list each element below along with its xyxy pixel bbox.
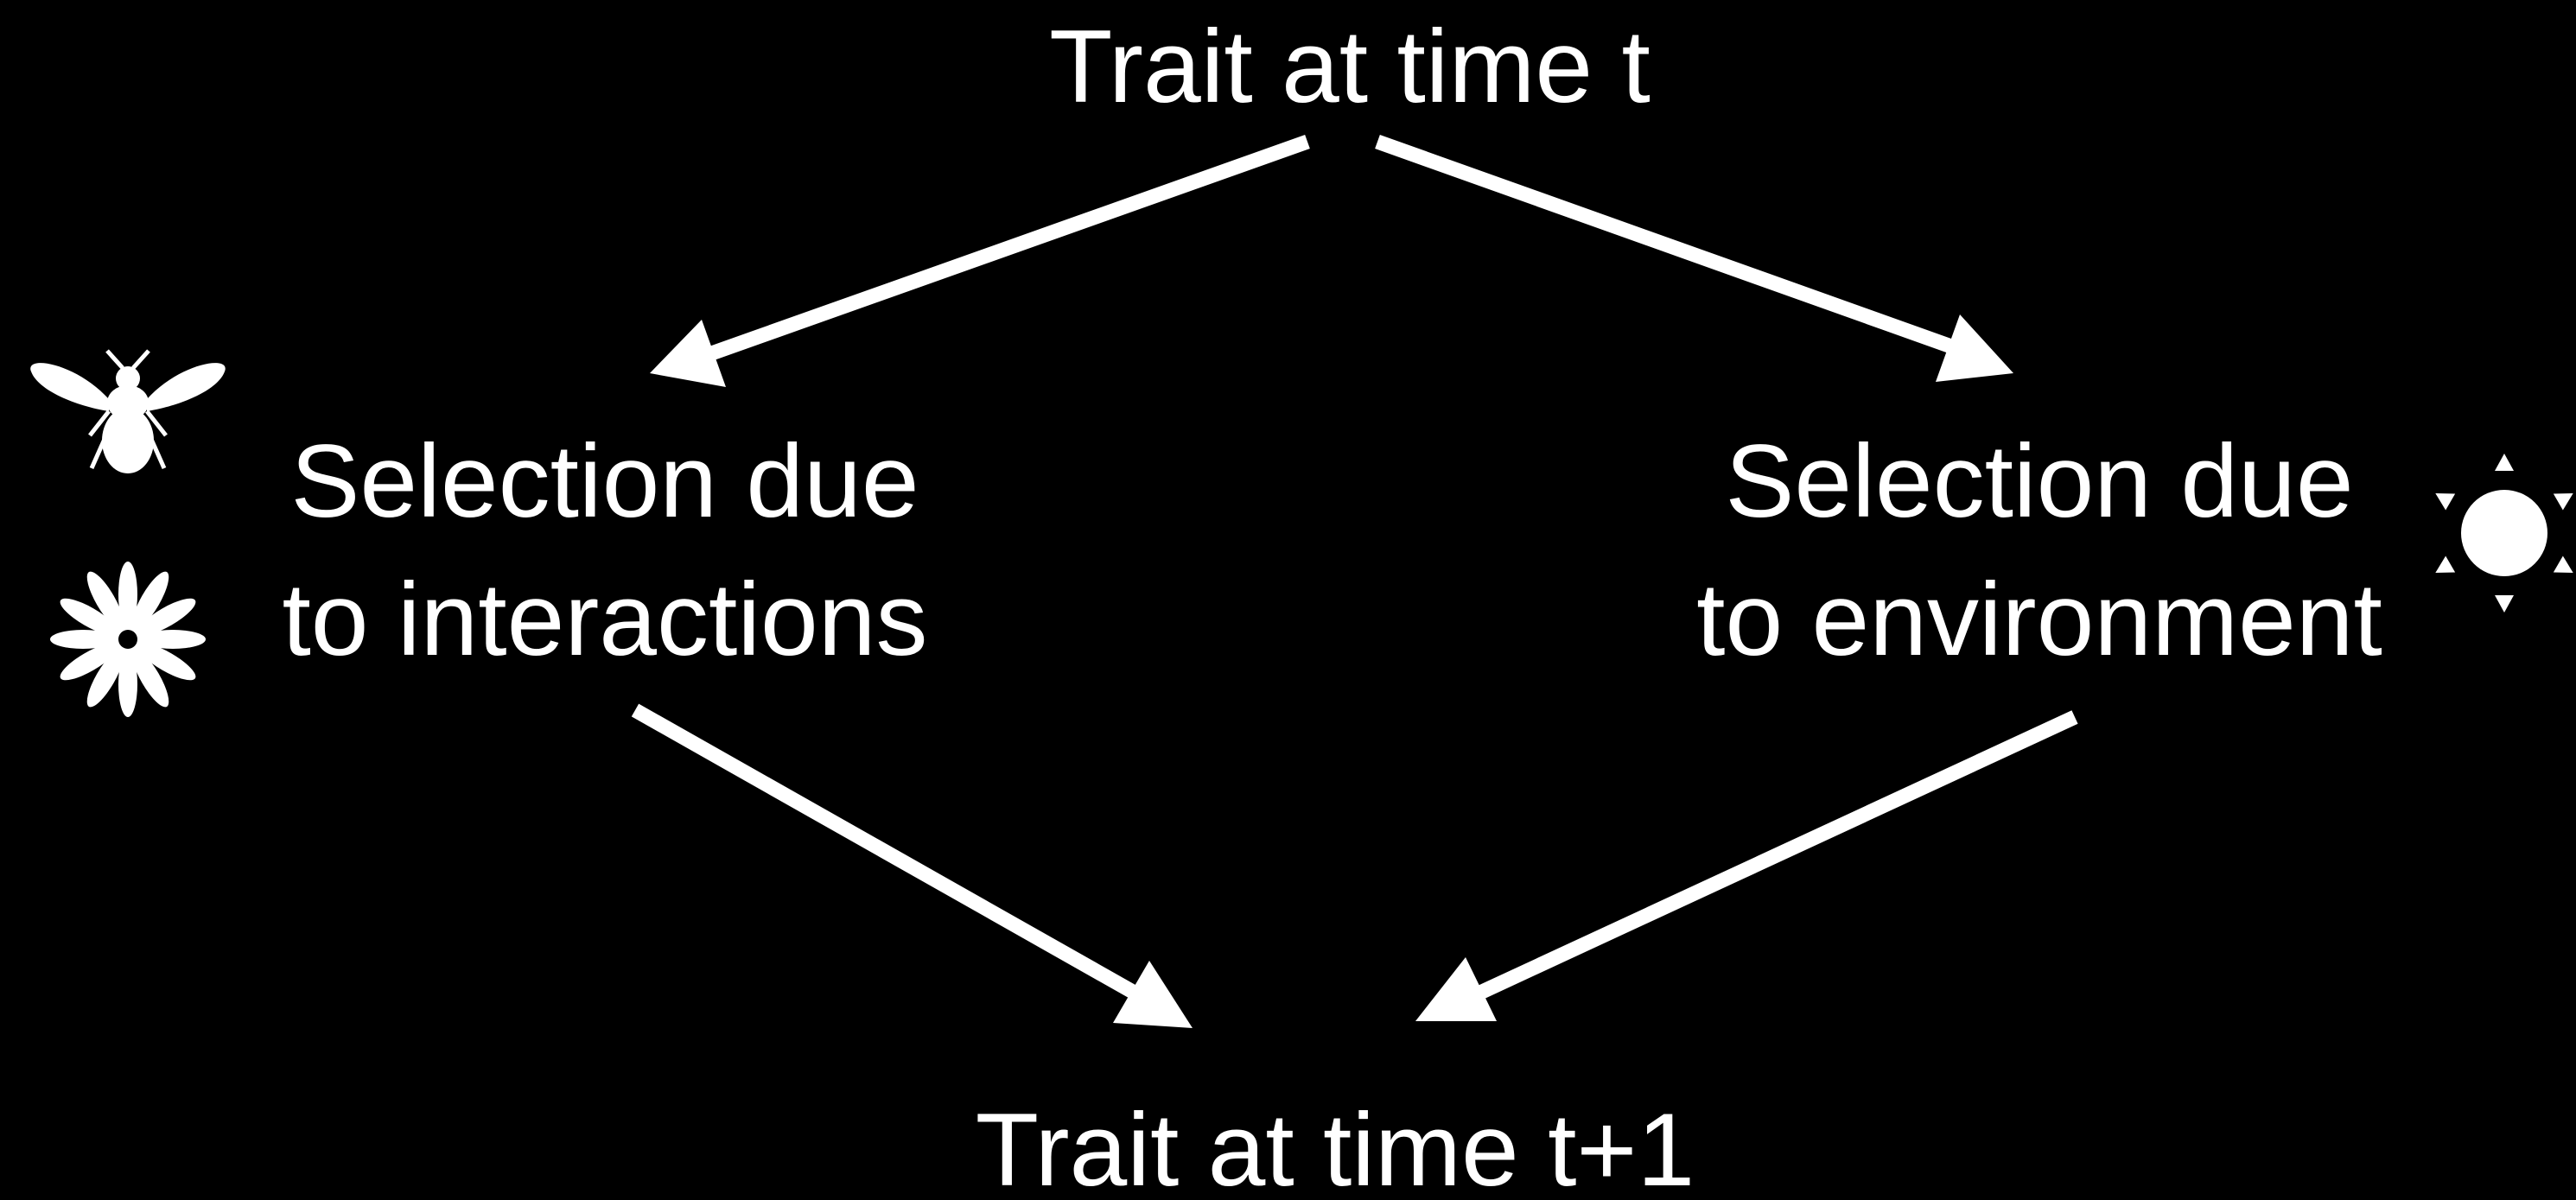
right-node-label-line1: Selection due bbox=[1725, 423, 2353, 539]
arrow-top-to-left bbox=[650, 134, 1310, 387]
bottom-node-label: Trait at time t+1 bbox=[976, 1092, 1695, 1200]
flower-icon bbox=[50, 562, 206, 717]
arrow-top-to-right bbox=[1375, 134, 2013, 382]
left-node-label-line1: Selection due bbox=[290, 423, 919, 539]
bee-icon bbox=[30, 349, 226, 473]
top-node-label: Trait at time t bbox=[1049, 9, 1651, 124]
sun-icon bbox=[2435, 454, 2573, 613]
arrow-right-to-bottom bbox=[1415, 710, 2078, 1021]
right-node-label-line2: to environment bbox=[1696, 562, 2382, 677]
left-node-label-line2: to interactions bbox=[282, 562, 927, 677]
arrow-left-to-bottom bbox=[631, 703, 1193, 1028]
